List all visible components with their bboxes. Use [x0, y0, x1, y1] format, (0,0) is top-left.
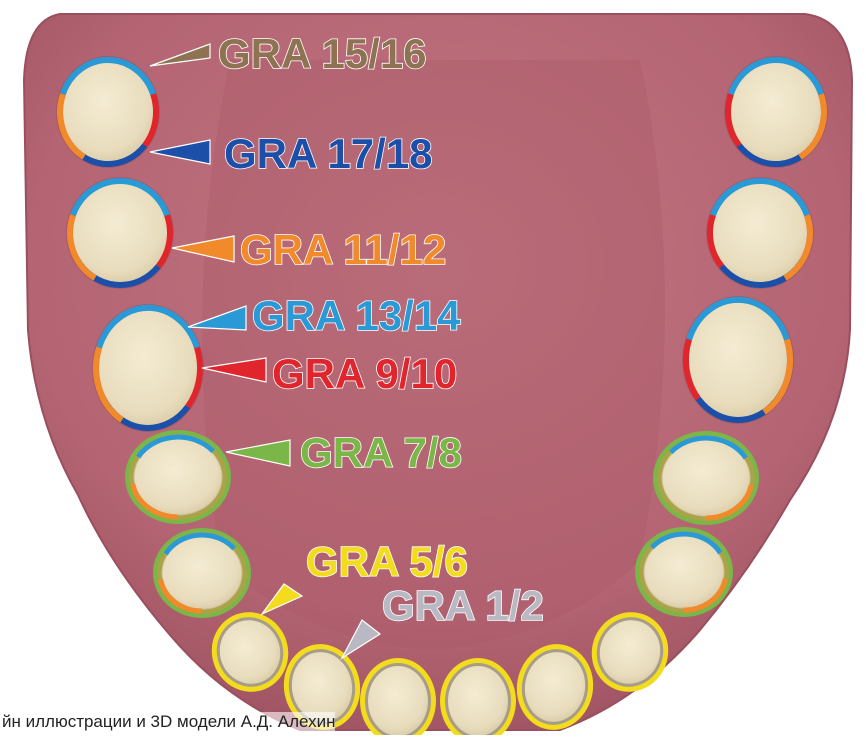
tooth-left-molar-3: [92, 304, 204, 432]
label-text: GRA 9/10: [272, 350, 457, 397]
tooth-right-molar-2: [706, 177, 814, 289]
tooth-left-premolar-2: [153, 528, 251, 618]
tooth-right-premolar-2: [635, 527, 733, 617]
tooth-crown: [448, 666, 508, 735]
tooth-right-premolar-1: [653, 431, 759, 525]
tooth-left-premolar-1: [125, 430, 231, 524]
label-text: GRA 5/6: [306, 538, 468, 585]
label-text: GRA 13/14: [252, 292, 461, 339]
tooth-left-molar-2: [66, 177, 174, 289]
image-credit: йн иллюстрации и 3D модели А.Д. Алехин: [2, 712, 335, 732]
label-text: GRA 11/12: [240, 226, 446, 273]
label-text: GRA 15/16: [218, 30, 427, 77]
label-text: GRA 17/18: [224, 130, 433, 177]
tooth-left-molar-1: [56, 56, 160, 168]
tooth-crown: [368, 666, 428, 735]
tooth-right-molar-1: [724, 56, 828, 168]
tooth-right-molar-3: [682, 296, 794, 424]
label-text: GRA 1/2: [382, 582, 544, 629]
label-text: GRA 7/8: [300, 429, 462, 476]
